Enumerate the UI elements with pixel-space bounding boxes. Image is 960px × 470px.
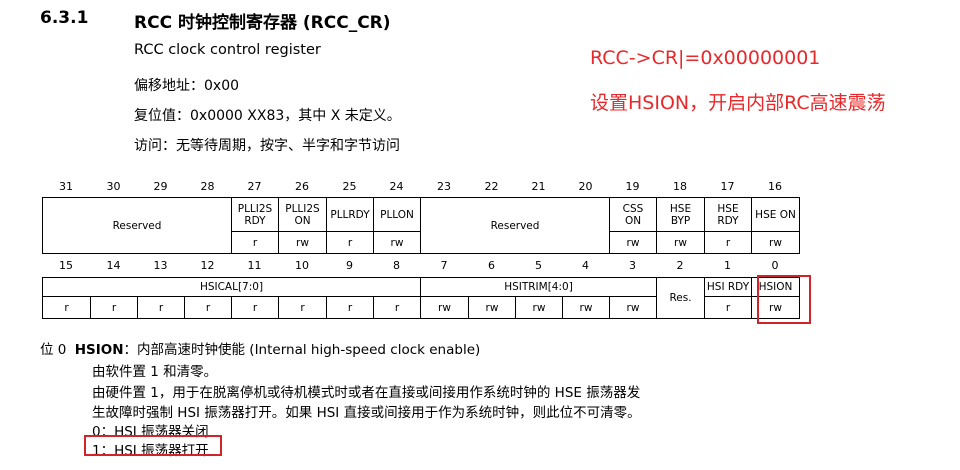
field-hsitrim: HSITRIM[4:0] bbox=[420, 277, 657, 297]
field-pllon: PLLON bbox=[373, 197, 421, 232]
bit-field-name: HSION bbox=[74, 342, 124, 358]
upper-bit-number: 30 bbox=[106, 180, 121, 193]
bit-field-desc: ：内部高速时钟使能 (Internal high-speed clock ena… bbox=[123, 342, 481, 358]
field-reserved-upper: Reserved bbox=[42, 197, 232, 254]
field-hseon: HSE ON bbox=[751, 197, 800, 232]
upper-bit-number: 29 bbox=[153, 180, 168, 193]
field-hsirdy: HSI RDY bbox=[704, 277, 752, 297]
upper-bit-number: 16 bbox=[768, 180, 782, 193]
upper-bit-number: 31 bbox=[59, 180, 73, 193]
field-reserved-middle: Reserved bbox=[420, 197, 610, 254]
upper-bit-number: 17 bbox=[720, 180, 735, 193]
lower-bit-number: 11 bbox=[247, 259, 262, 272]
annotation-explanation: 设置HSION，开启内部RC高速震荡 bbox=[590, 92, 886, 114]
upper-bit-number: 27 bbox=[247, 180, 262, 193]
upper-bit-number: 18 bbox=[673, 180, 687, 193]
lower-bit-number: 10 bbox=[295, 259, 309, 272]
section-number: 6.3.1 bbox=[40, 8, 89, 28]
upper-bit-number: 24 bbox=[389, 180, 404, 193]
access-bit11: r bbox=[231, 296, 279, 319]
access-pllrdy: r bbox=[326, 231, 374, 254]
section-title: RCC 时钟控制寄存器 (RCC_CR) bbox=[134, 13, 391, 33]
field-res: Res. bbox=[656, 277, 705, 319]
lower-bit-number: 4 bbox=[582, 259, 589, 272]
access-bit9: r bbox=[326, 296, 374, 319]
offset-address: 偏移地址：0x00 bbox=[134, 78, 240, 94]
lower-bit-number: 3 bbox=[629, 259, 636, 272]
access-hsebyp: rw bbox=[656, 231, 705, 254]
access-csson: rw bbox=[609, 231, 657, 254]
access-bit14: r bbox=[90, 296, 138, 319]
desc-line-2: 由硬件置 1，用于在脱离停机或待机模式时或者在直接或间接用作系统时钟的 HSE … bbox=[92, 385, 641, 401]
reset-value: 复位值：0x0000 XX83，其中 X 未定义。 bbox=[134, 108, 401, 124]
access-bit5: rw bbox=[515, 296, 563, 319]
access-bit7: rw bbox=[420, 296, 469, 319]
access-info: 访问：无等待周期，按字、半字和字节访问 bbox=[134, 138, 400, 154]
lower-bit-number: 8 bbox=[393, 259, 400, 272]
lower-bit-number: 15 bbox=[59, 259, 73, 272]
access-hseon: rw bbox=[751, 231, 800, 254]
hsion-highlight-box bbox=[757, 275, 811, 324]
access-bit0: rw bbox=[751, 296, 800, 319]
access-plli2son: rw bbox=[278, 231, 327, 254]
upper-bit-number: 28 bbox=[200, 180, 215, 193]
lower-bit-number: 1 bbox=[724, 259, 731, 272]
upper-bit-number: 25 bbox=[342, 180, 357, 193]
access-bit13: r bbox=[137, 296, 185, 319]
register-lower-table: HSICAL[7:0] HSITRIM[4:0] Res. HSI RDY HS… bbox=[42, 277, 800, 319]
field-pllrdy: PLLRDY bbox=[326, 197, 374, 232]
access-bit8: r bbox=[373, 296, 421, 319]
lower-bit-number: 9 bbox=[346, 259, 353, 272]
access-pllon: rw bbox=[373, 231, 421, 254]
desc-line-1: 由软件置 1 和清零。 bbox=[92, 364, 218, 380]
lower-bit-number: 14 bbox=[106, 259, 121, 272]
hsi-on-highlight-box bbox=[84, 435, 222, 456]
lower-bit-number: 6 bbox=[488, 259, 495, 272]
access-bit6: rw bbox=[468, 296, 516, 319]
lower-bit-number: 5 bbox=[535, 259, 542, 272]
upper-bit-number: 20 bbox=[578, 180, 593, 193]
access-bit15: r bbox=[42, 296, 91, 319]
access-plli2srdy: r bbox=[231, 231, 279, 254]
upper-bit-number: 22 bbox=[484, 180, 499, 193]
lower-bit-number: 12 bbox=[200, 259, 215, 272]
lower-bit-number: 13 bbox=[153, 259, 168, 272]
access-bit4: rw bbox=[562, 296, 610, 319]
access-hserdy: r bbox=[704, 231, 752, 254]
register-subtitle: RCC clock control register bbox=[134, 42, 321, 58]
access-bit1: r bbox=[704, 296, 752, 319]
access-bit12: r bbox=[184, 296, 232, 319]
field-hsical: HSICAL[7:0] bbox=[42, 277, 421, 297]
annotation-code: RCC->CR|=0x00000001 bbox=[590, 47, 821, 69]
upper-bit-number: 19 bbox=[625, 180, 640, 193]
access-bit3: rw bbox=[609, 296, 657, 319]
access-bit10: r bbox=[278, 296, 327, 319]
upper-bit-number: 21 bbox=[531, 180, 546, 193]
lower-bit-number: 2 bbox=[676, 259, 684, 272]
bit-label: 位 0 bbox=[40, 342, 67, 358]
lower-bit-number: 7 bbox=[440, 259, 448, 272]
upper-bit-number: 26 bbox=[295, 180, 309, 193]
bit-description-heading: 位 0 HSION：内部高速时钟使能 (Internal high-speed … bbox=[40, 338, 480, 358]
upper-bit-number: 23 bbox=[437, 180, 451, 193]
lower-bit-number: 0 bbox=[771, 259, 779, 272]
desc-line-3: 生故障时强制 HSI 振荡器打开。如果 HSI 直接或间接用于作为系统时钟，则此… bbox=[92, 405, 641, 421]
